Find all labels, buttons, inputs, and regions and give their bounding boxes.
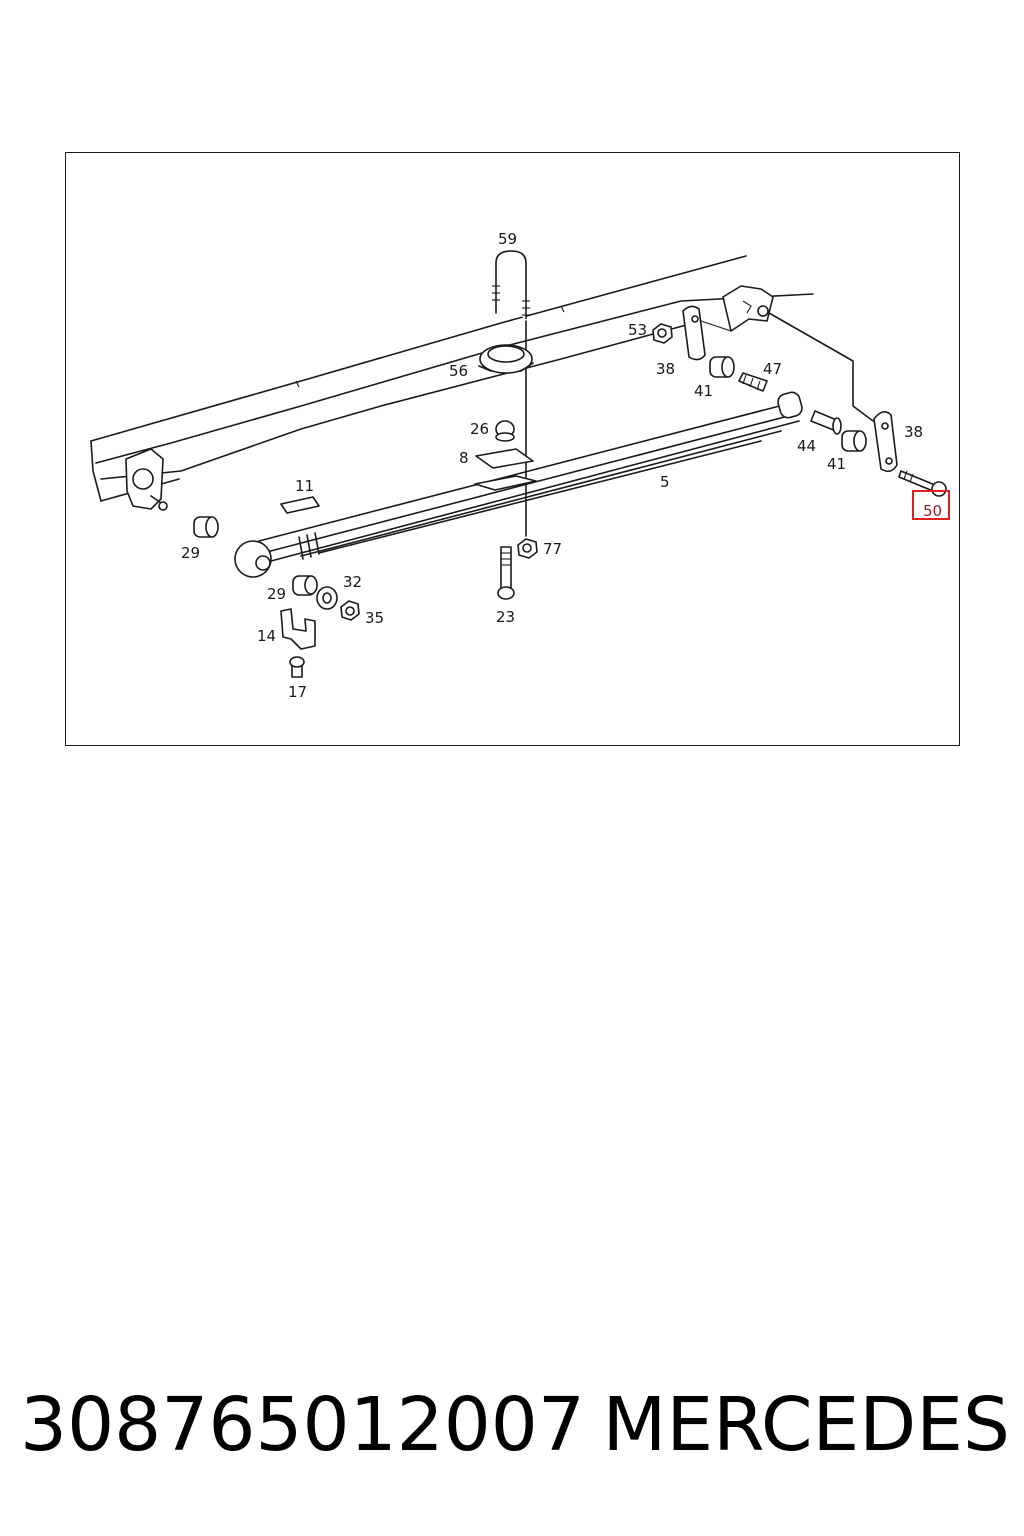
label-53[interactable]: 53: [628, 321, 647, 339]
label-56[interactable]: 56: [449, 362, 468, 380]
part-number: 308765012007: [20, 1382, 585, 1468]
bushing-44: [810, 410, 842, 435]
bushing-41-upper: [709, 356, 735, 378]
label-8[interactable]: 8: [459, 449, 469, 467]
shackle-pin-47: [738, 372, 768, 392]
rear-spring-hanger: [700, 285, 774, 332]
frame-rail: [90, 255, 814, 502]
washer-32: [316, 586, 338, 610]
label-59[interactable]: 59: [498, 230, 517, 248]
label-38-lower[interactable]: 38: [904, 423, 923, 441]
leaf-spring-exploded-diagram: 59 56 53 38 41 47 26 8 44 41 38 11 5 50 …: [90, 230, 950, 701]
label-23[interactable]: 23: [496, 608, 515, 626]
part-caption: 308765012007 MERCEDES: [20, 1375, 1010, 1475]
label-32[interactable]: 32: [343, 573, 362, 591]
bolt-50: [898, 470, 947, 497]
shackle-plate-upper: [682, 305, 706, 361]
label-29-left[interactable]: 29: [181, 544, 200, 562]
label-47[interactable]: 47: [763, 360, 782, 378]
rivet-17: [289, 656, 305, 678]
clip-14: [280, 608, 316, 650]
shackle-plate-lower: [768, 312, 898, 473]
label-26[interactable]: 26: [470, 420, 489, 438]
parts-diagram-frame: 59 56 53 38 41 47 26 8 44 41 38 11 5 50 …: [65, 152, 960, 746]
label-41-upper[interactable]: 41: [694, 382, 713, 400]
leaf-spring: [234, 391, 803, 578]
label-44[interactable]: 44: [797, 437, 816, 455]
label-17[interactable]: 17: [288, 683, 307, 701]
pad-11: [280, 496, 320, 514]
label-77[interactable]: 77: [543, 540, 562, 558]
nut-77: [517, 538, 538, 559]
label-14[interactable]: 14: [257, 627, 276, 645]
nut-53: [652, 323, 673, 344]
label-29-lower[interactable]: 29: [267, 585, 286, 603]
highlight-box-50: [912, 490, 950, 520]
spring-seat: [478, 344, 534, 374]
bushing-29-lower: [292, 575, 318, 596]
label-38-upper[interactable]: 38: [656, 360, 675, 378]
label-11[interactable]: 11: [295, 477, 314, 495]
label-50[interactable]: 50: [923, 502, 942, 520]
bushing-41-lower: [841, 430, 867, 452]
label-41-lower[interactable]: 41: [827, 455, 846, 473]
spring-pad: [474, 420, 537, 491]
nut-35: [340, 600, 360, 621]
label-35[interactable]: 35: [365, 609, 384, 627]
label-5[interactable]: 5: [660, 473, 670, 491]
bushing-29-left: [193, 516, 219, 538]
front-spring-hanger: [125, 448, 168, 511]
brand-name: MERCEDES: [602, 1382, 1010, 1468]
bolt-23: [497, 546, 515, 600]
